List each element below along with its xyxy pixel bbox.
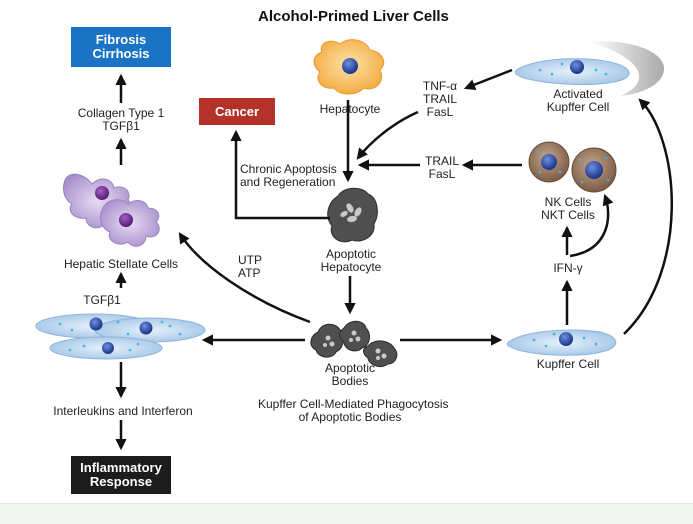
activated-kupffer-cell bbox=[514, 41, 665, 96]
interleukins-label: Interleukins and Interferon bbox=[53, 404, 193, 418]
tgfb1-label: TGFβ1 bbox=[83, 293, 121, 307]
hepatic-stellate-label: Hepatic Stellate Cells bbox=[63, 257, 179, 271]
apoptotic-bodies-cells bbox=[310, 320, 398, 367]
fibrosis-label: Fibrosis bbox=[95, 32, 147, 47]
ifn-label: IFN-γ bbox=[553, 261, 583, 275]
cancer-box: Cancer bbox=[199, 98, 275, 125]
kupffer-cells-cluster bbox=[35, 313, 206, 360]
inflammatory-label: Inflammatory bbox=[80, 460, 162, 475]
cancer-label: Cancer bbox=[214, 103, 260, 119]
diagram-title: Alcohol-Primed Liver Cells bbox=[258, 8, 449, 25]
hepatocyte-cell bbox=[313, 39, 385, 95]
hepatocyte-label: Hepatocyte bbox=[319, 102, 381, 116]
inflammatory-response-box: Inflammatory Response bbox=[71, 456, 171, 494]
response-label: Response bbox=[89, 474, 153, 489]
cirrhosis-label: Cirrhosis bbox=[92, 46, 150, 61]
fibrosis-box: Fibrosis Cirrhosis bbox=[71, 27, 171, 67]
hepatic-stellate-cells bbox=[63, 173, 160, 247]
kupffer-cell bbox=[506, 329, 617, 356]
arrows bbox=[115, 68, 673, 451]
bottom-band bbox=[0, 503, 693, 524]
kupffer-cell-label: Kupffer Cell bbox=[536, 357, 600, 371]
apoptotic-hepatocyte-cell bbox=[327, 187, 378, 243]
nk-cells bbox=[528, 141, 617, 193]
